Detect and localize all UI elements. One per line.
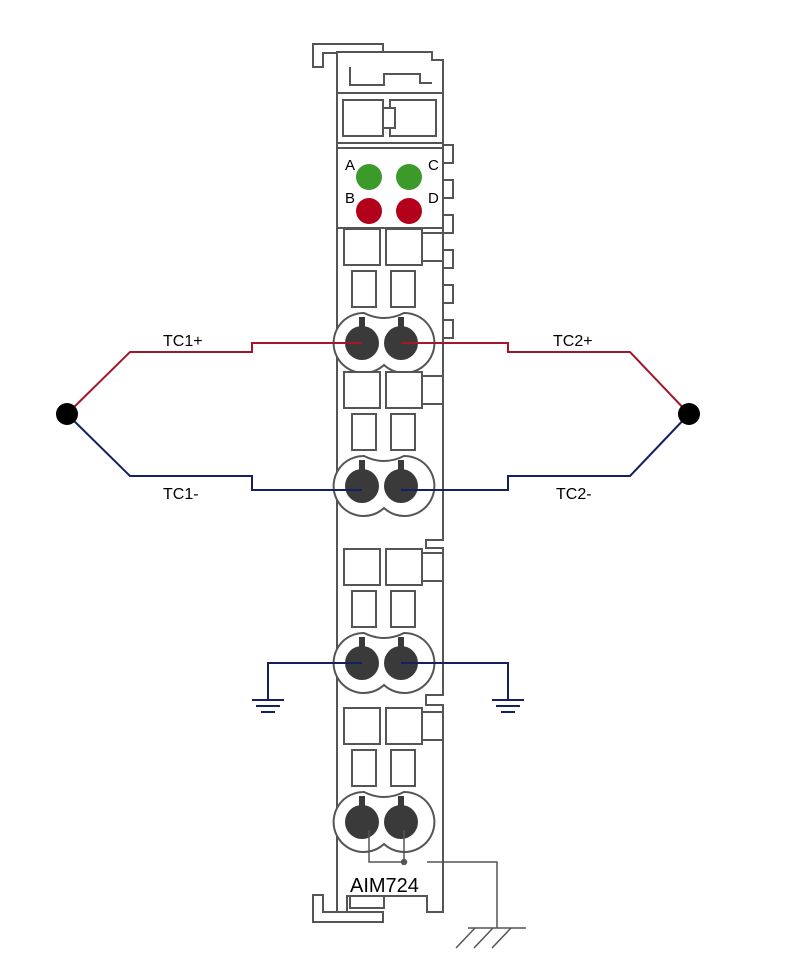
top-notch xyxy=(349,67,432,86)
tc1-plus-wire xyxy=(66,342,362,415)
tc2-minus-label: TC2- xyxy=(556,486,592,503)
side-tabs xyxy=(442,144,454,339)
release-slot xyxy=(385,707,423,745)
release-tab xyxy=(421,232,444,262)
ground-icon xyxy=(252,699,284,713)
terminal-pin xyxy=(359,317,365,331)
ground-wire-left xyxy=(267,662,362,700)
spring-opening xyxy=(390,270,416,308)
release-slot xyxy=(343,371,381,409)
module-model-label: AIM724 xyxy=(350,875,419,897)
spring-opening xyxy=(390,749,416,787)
spring-opening xyxy=(351,590,377,628)
bottom-latch xyxy=(312,894,384,923)
tc1-minus-label: TC1- xyxy=(163,486,199,503)
led-label-a: A xyxy=(345,157,355,174)
tc1-minus-wire xyxy=(66,413,362,491)
led-label-b: B xyxy=(345,190,355,207)
spring-opening xyxy=(351,270,377,308)
status-leds: A C B D xyxy=(345,157,439,224)
chassis-ground xyxy=(368,830,498,928)
led-label-c: C xyxy=(428,157,439,174)
terminal-contact xyxy=(345,469,379,503)
tc2-minus-wire xyxy=(401,413,690,491)
chassis-ground-icon xyxy=(455,927,526,949)
led-b xyxy=(356,198,382,224)
tc2-plus-label: TC2+ xyxy=(553,333,593,350)
led-label-d: D xyxy=(428,190,439,207)
terminal-pin xyxy=(398,460,404,474)
terminal-blocks xyxy=(332,228,444,853)
terminal-block-2 xyxy=(332,371,444,517)
led-a xyxy=(356,164,382,190)
release-tab xyxy=(421,711,444,741)
tc1-junction xyxy=(56,403,78,425)
led-d xyxy=(396,198,422,224)
terminal-pin xyxy=(398,317,404,331)
wiring xyxy=(66,342,690,700)
tc2-junction xyxy=(678,403,700,425)
led-panel xyxy=(336,147,444,229)
terminal-contact xyxy=(345,805,379,839)
terminal-pin xyxy=(398,637,404,651)
top-connector xyxy=(336,92,444,144)
terminal-pin xyxy=(359,796,365,810)
spring-opening xyxy=(351,413,377,451)
tc1-plus-label: TC1+ xyxy=(163,333,203,350)
tc2-plus-wire xyxy=(401,342,690,415)
release-slot xyxy=(385,548,423,586)
terminal-pin xyxy=(359,460,365,474)
spring-opening xyxy=(390,413,416,451)
ground-icon xyxy=(492,699,524,713)
terminal-block-3 xyxy=(332,548,444,694)
led-c xyxy=(396,164,422,190)
spring-opening xyxy=(351,749,377,787)
bottom-notch xyxy=(349,896,385,909)
release-tab xyxy=(421,552,444,582)
release-slot xyxy=(343,548,381,586)
terminal-block-4 xyxy=(332,707,444,853)
spring-opening xyxy=(390,590,416,628)
release-slot xyxy=(385,228,423,266)
release-slot xyxy=(343,707,381,745)
ground-wire-right xyxy=(401,662,509,700)
release-slot xyxy=(385,371,423,409)
release-slot xyxy=(343,228,381,266)
terminal-pin xyxy=(359,637,365,651)
release-tab xyxy=(421,375,444,405)
terminal-contact xyxy=(384,805,418,839)
terminal-contact xyxy=(384,469,418,503)
terminal-pin xyxy=(398,796,404,810)
